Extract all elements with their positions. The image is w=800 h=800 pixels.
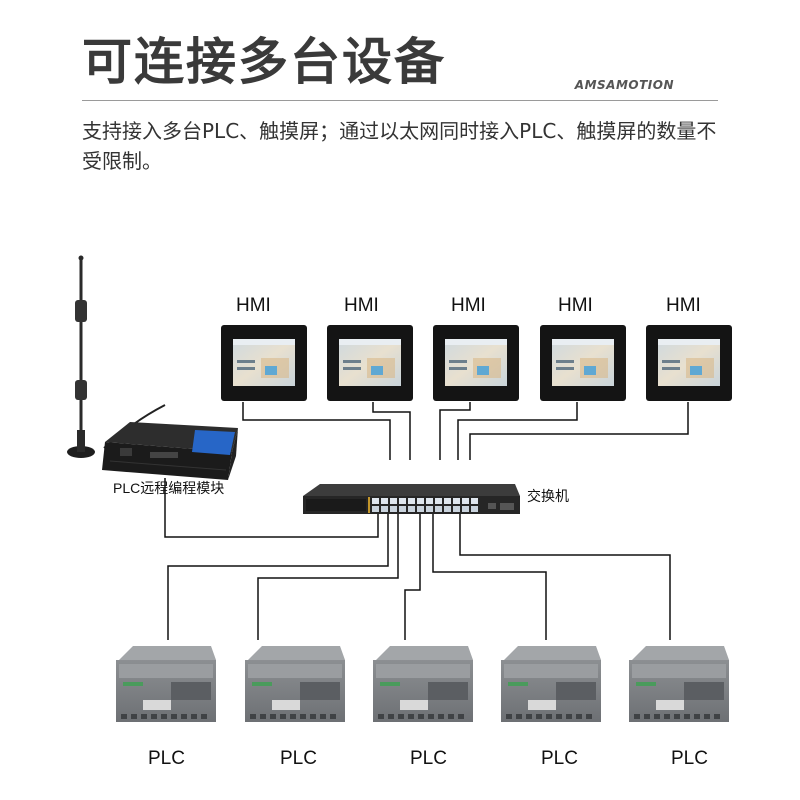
switch-port — [381, 506, 388, 512]
plc-device-3 — [373, 646, 473, 722]
switch-port — [390, 498, 397, 504]
plc-label-1: PLC — [148, 748, 185, 769]
title-divider — [82, 100, 718, 101]
antenna-icon — [67, 255, 95, 458]
switch-ports — [372, 498, 478, 512]
remote-module-device — [102, 422, 238, 480]
switch-port — [444, 506, 451, 512]
switch-port — [453, 498, 460, 504]
hmi-device-4 — [540, 325, 626, 401]
plc-device-5 — [629, 646, 729, 722]
plc-device-2 — [245, 646, 345, 722]
hmi-label-3: HMI — [451, 295, 486, 316]
brand-logo-text: AMSAMOTION — [574, 78, 674, 92]
switch-port — [426, 506, 433, 512]
switch-port — [435, 498, 442, 504]
plc-label-5: PLC — [671, 748, 708, 769]
plc-label-3: PLC — [410, 748, 447, 769]
hmi-device-1 — [221, 325, 307, 401]
link-hmi-4 — [457, 402, 578, 460]
switch-port — [462, 498, 469, 504]
hmi-label-5: HMI — [666, 295, 701, 316]
switch-port — [453, 506, 460, 512]
hmi-device-2 — [327, 325, 413, 401]
switch-port — [444, 498, 451, 504]
plc-device-1 — [116, 646, 216, 722]
switch-port — [471, 498, 478, 504]
link-module — [164, 478, 379, 538]
switch-port — [372, 498, 379, 504]
switch-port — [462, 506, 469, 512]
hmi-label-4: HMI — [558, 295, 593, 316]
switch-label: 交换机 — [527, 488, 569, 504]
switch-port — [417, 498, 424, 504]
plc-label-4: PLC — [541, 748, 578, 769]
connection-lines — [164, 402, 689, 640]
page-title: 可连接多台设备 — [82, 33, 446, 91]
hmi-label-1: HMI — [236, 295, 271, 316]
link-hmi-1 — [242, 402, 391, 460]
switch-port — [408, 498, 415, 504]
plc-device-4 — [501, 646, 601, 722]
plc-group — [116, 646, 729, 722]
network-switch-device — [303, 484, 520, 514]
link-hmi-5 — [469, 402, 689, 460]
link-plc-2 — [257, 514, 399, 640]
link-plc-5 — [459, 514, 671, 640]
hmi-device-3 — [433, 325, 519, 401]
hmi-group — [221, 325, 732, 401]
description-text: 支持接入多台PLC、触摸屏；通过以太网同时接入PLC、触摸屏的数量不受限制。 — [82, 119, 717, 173]
switch-port — [435, 506, 442, 512]
link-plc-3 — [404, 514, 421, 640]
module-label: PLC远程编程模块 — [113, 480, 225, 496]
switch-port — [381, 498, 388, 504]
switch-port — [426, 498, 433, 504]
switch-port — [372, 506, 379, 512]
hmi-label-2: HMI — [344, 295, 379, 316]
link-plc-4 — [432, 514, 547, 640]
link-hmi-2 — [372, 402, 411, 460]
link-plc-1 — [167, 514, 389, 640]
switch-port — [471, 506, 478, 512]
switch-port — [399, 498, 406, 504]
switch-port — [408, 506, 415, 512]
link-hmi-3 — [439, 402, 471, 460]
switch-port — [417, 506, 424, 512]
switch-port — [399, 506, 406, 512]
hmi-device-5 — [646, 325, 732, 401]
switch-port — [390, 506, 397, 512]
plc-label-2: PLC — [280, 748, 317, 769]
